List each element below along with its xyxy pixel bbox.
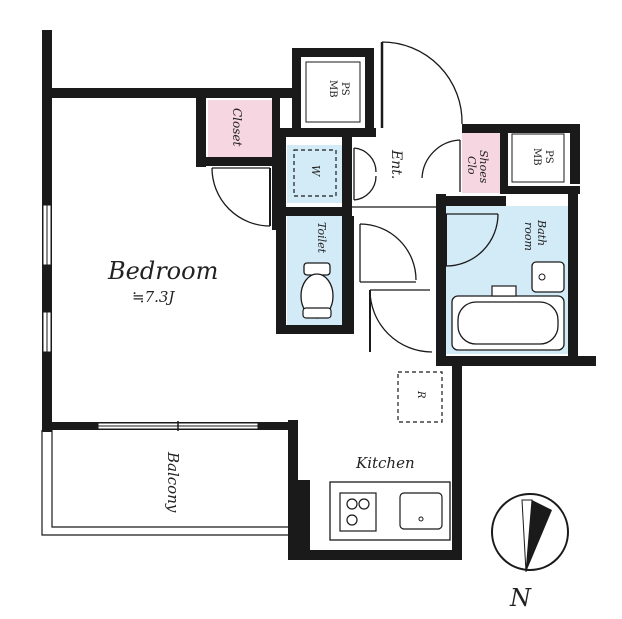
fridge-space: [397, 371, 443, 423]
bathroom-label-line1: Bath: [535, 219, 548, 246]
labels: Bedroom ≒7.3J Kitchen Balcony Closet Ent…: [107, 80, 554, 513]
closet-fill: [208, 100, 272, 157]
shoes-label-line1: Shoes: [477, 150, 490, 184]
compass-label: N: [509, 584, 532, 612]
washer-label: W: [309, 165, 322, 178]
shoes-closet-door: [421, 139, 461, 192]
doors: [211, 41, 499, 353]
entrance-door: [381, 41, 463, 128]
shoes-closet-fill: [462, 133, 500, 193]
kitchen-label: Kitchen: [355, 454, 415, 472]
kitchen-counter: [329, 481, 451, 541]
ps-mb-right-line2: MB: [531, 148, 542, 166]
ps-mb-top-line2: MB: [327, 80, 338, 98]
toilet-door: [359, 223, 417, 282]
closet-door: [211, 167, 271, 227]
washer-folding-door: [353, 147, 377, 201]
bathroom-door: [445, 213, 499, 267]
ps-mb-top-line1: PS: [339, 82, 350, 96]
bedroom-label: Bedroom: [107, 257, 218, 285]
kitchen-sink: [399, 492, 443, 530]
balcony: [41, 430, 292, 536]
balcony-label: Balcony: [164, 451, 182, 513]
balcony-sliding-door: [97, 421, 259, 431]
entrance-label: Ent.: [388, 149, 404, 179]
stove: [339, 492, 377, 532]
fridge-label: R: [415, 390, 426, 399]
bath-sink: [531, 261, 565, 293]
compass-needle-white: [521, 499, 533, 573]
toilet-tank: [303, 262, 331, 276]
fixtures: [293, 61, 565, 541]
kitchen-door: [369, 289, 433, 353]
bedroom-size: ≒7.3J: [132, 288, 175, 306]
washer-area-fill: [287, 145, 343, 203]
closet-label: Closet: [230, 108, 244, 147]
bathroom-label-line2: room: [522, 222, 535, 251]
toilet-label: Toilet: [315, 222, 328, 254]
shoes-label-line2: Clo: [465, 156, 478, 175]
compass: N: [491, 493, 569, 612]
washer-pan: [293, 149, 337, 197]
bedroom-windows: [42, 204, 52, 353]
ps-mb-right-line1: PS: [543, 150, 554, 164]
compass-needle-black: [526, 500, 552, 572]
